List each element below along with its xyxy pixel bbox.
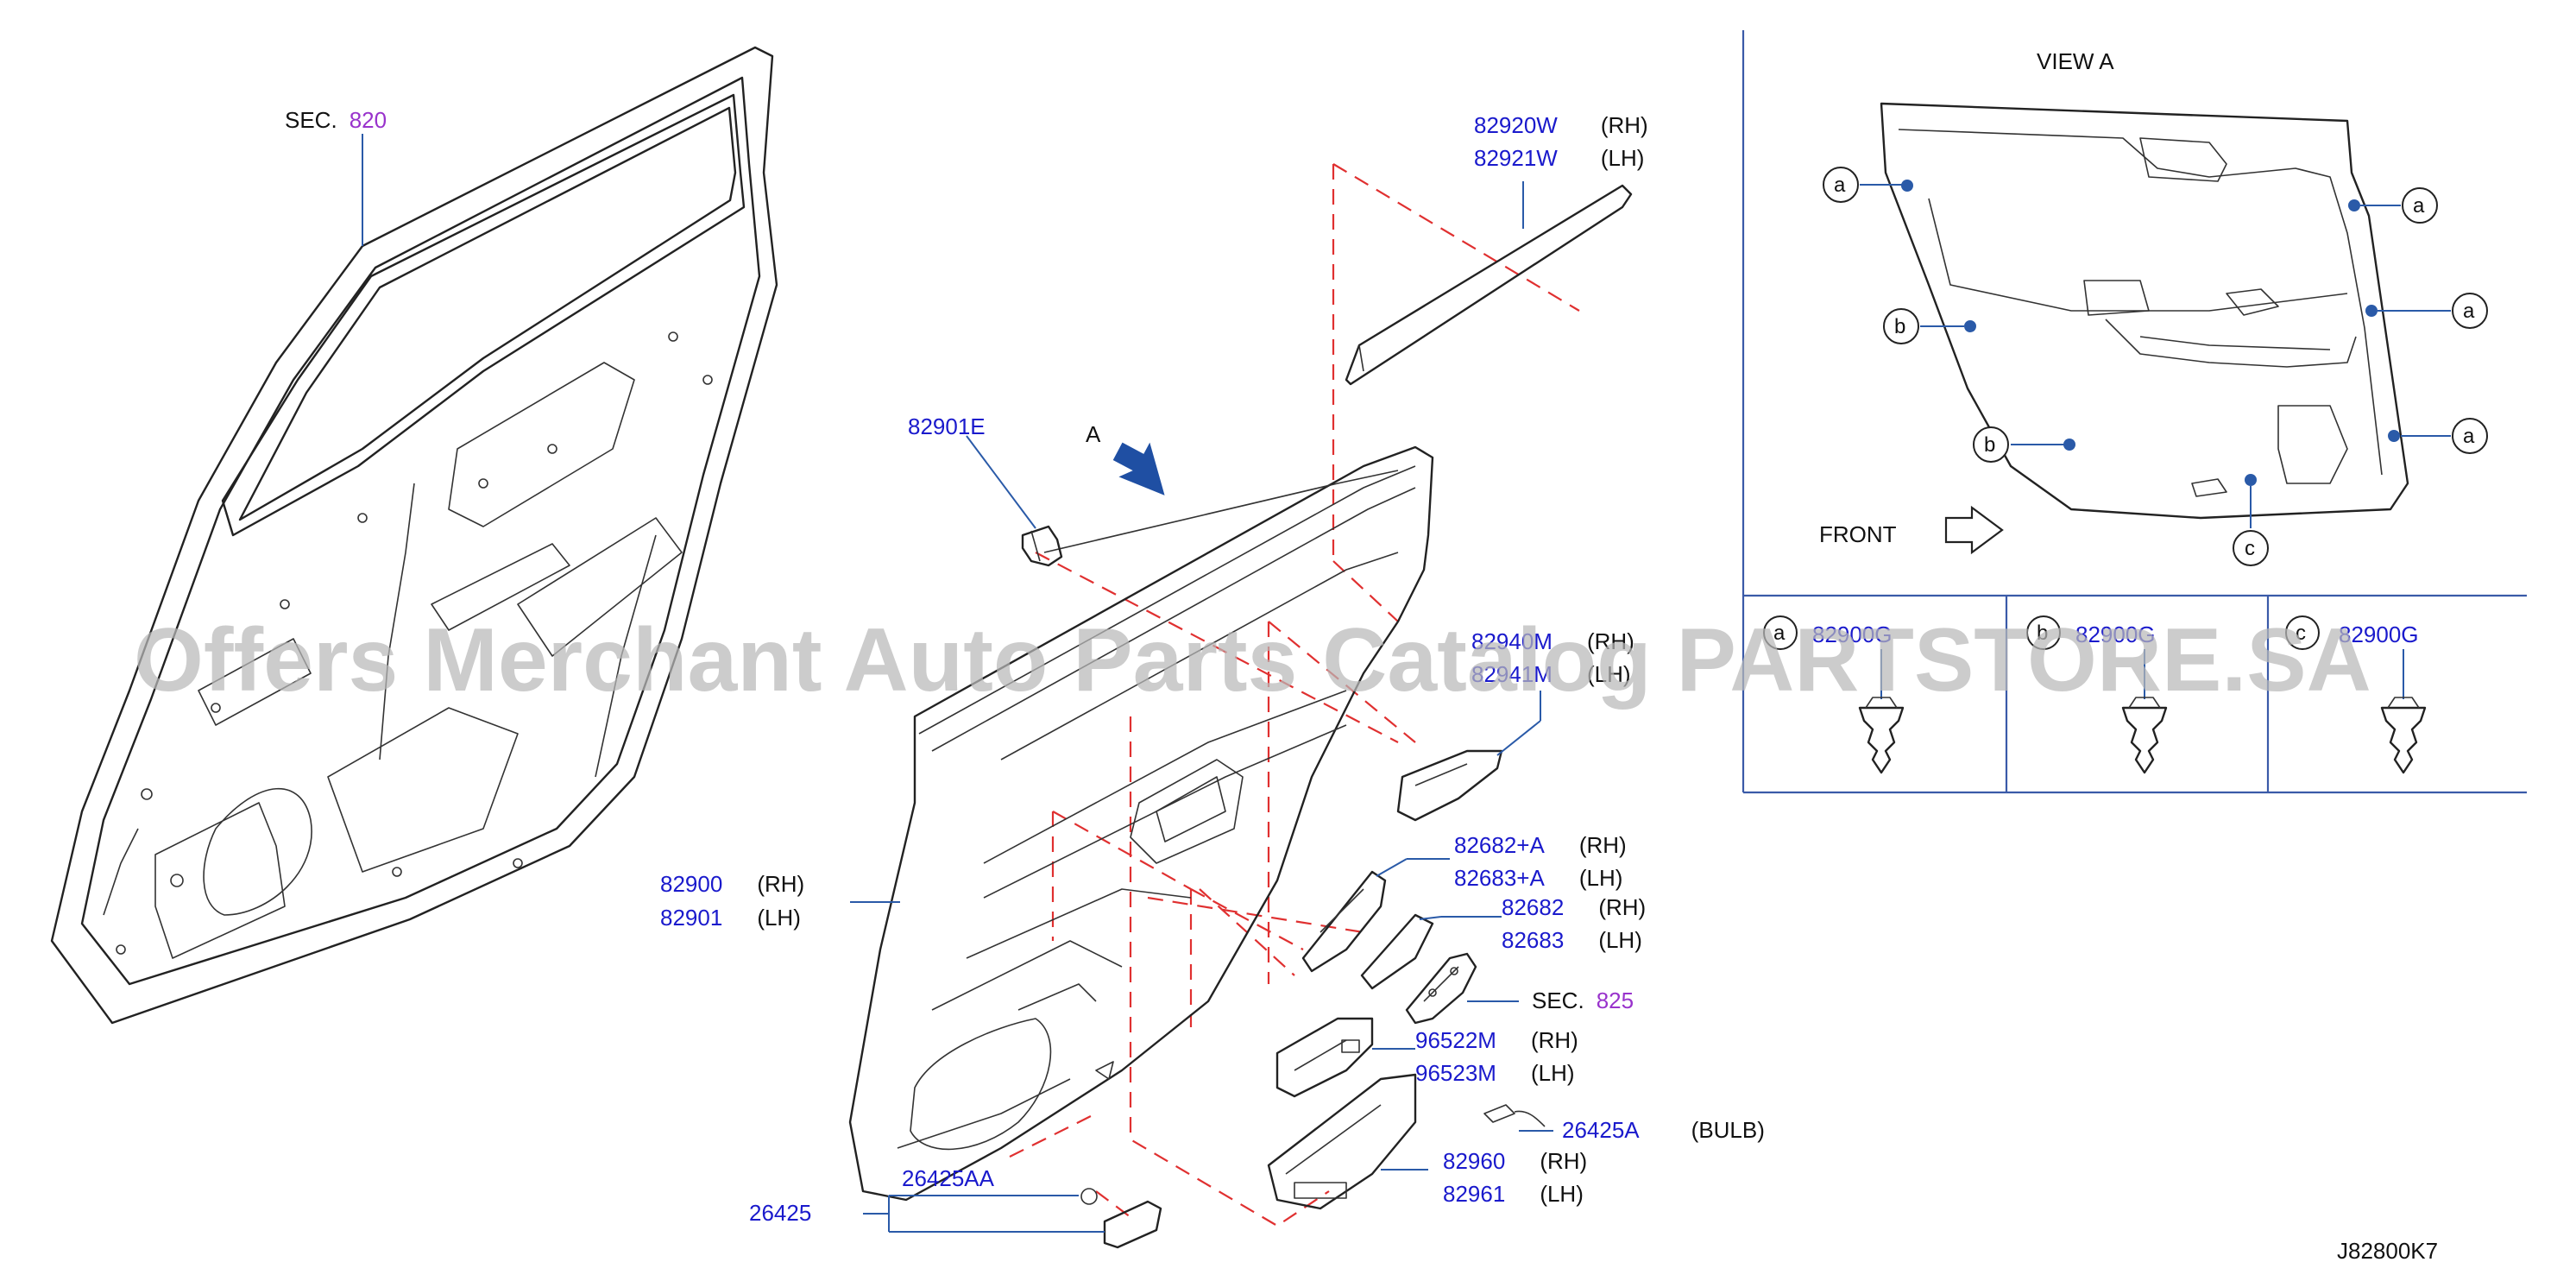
part-82682A-label[interactable]: 82682+A(RH) <box>1454 832 1627 858</box>
escutcheon-leader <box>1419 916 1442 920</box>
part-26425-label[interactable]: 26425 <box>749 1200 811 1226</box>
part-82940M-label[interactable]: 82940M(RH) <box>1471 628 1634 654</box>
view-a-markers <box>1823 167 2488 566</box>
inside-handle-drawing <box>1405 952 1477 1025</box>
switch-finisher-drawing <box>1267 1073 1417 1210</box>
bulb-26425A-drawing <box>1483 1104 1546 1127</box>
clip-c-part-label[interactable]: 82900G <box>2339 622 2419 647</box>
marker-c-1: c <box>2245 537 2255 560</box>
clip-cell-b: b 82900G <box>2026 615 2168 774</box>
part-82901-label[interactable]: 82901(LH) <box>660 905 801 931</box>
escutcheon-82682A-drawing <box>1301 870 1387 973</box>
diagram-code: J82800K7 <box>2337 1238 2438 1264</box>
clip-a-part-label[interactable]: 82900G <box>1812 622 1893 647</box>
part-82682-label[interactable]: 82682(RH) <box>1502 894 1646 920</box>
clip-cell-a: a 82900G <box>1763 615 1905 774</box>
marker-a-4: a <box>2463 425 2475 448</box>
part-96522M-label[interactable]: 96522M(RH) <box>1415 1027 1578 1053</box>
marker-a-1: a <box>1834 174 1846 197</box>
clip-b-part-label[interactable]: 82900G <box>2075 622 2156 647</box>
part-82900-label[interactable]: 82900(RH) <box>660 871 804 897</box>
door-trim-panel-drawing <box>848 445 1434 1202</box>
view-a-arrow-label: A <box>1086 421 1101 447</box>
door-frame-drawing <box>50 46 778 1025</box>
armrest-cover-drawing <box>1396 749 1503 822</box>
front-label: FRONT <box>1819 521 1897 547</box>
part-82961-label[interactable]: 82961(LH) <box>1443 1181 1584 1207</box>
part-82920W-label[interactable]: 82920W(RH) <box>1474 112 1648 138</box>
view-a-panel-rear-drawing <box>1880 102 2409 520</box>
marker-b-2: b <box>1984 433 1995 457</box>
watermark-text: Offers Merchant Auto Parts Catalog PARTS… <box>134 610 2371 710</box>
view-a-panel <box>1741 30 2527 794</box>
assembly-guide-lines <box>1009 163 1580 1227</box>
sec-820-label[interactable]: SEC.820 <box>285 107 387 133</box>
moulding-82920W-drawing <box>1345 184 1633 386</box>
courtesy-lamp-drawing <box>1080 1188 1162 1249</box>
svg-text:b: b <box>2037 622 2048 645</box>
part-82921W-label[interactable]: 82921W(LH) <box>1474 145 1644 171</box>
window-switch-drawing <box>1275 1017 1374 1098</box>
front-direction-arrow-icon <box>1944 505 2004 555</box>
part-82941M-label[interactable]: 82941M(LH) <box>1471 661 1631 687</box>
part-26425AA-label[interactable]: 26425AA <box>902 1165 995 1191</box>
sec-825-label[interactable]: SEC.825 <box>1532 988 1634 1013</box>
part-82901E-label[interactable]: 82901E <box>908 413 986 439</box>
armrest-leader <box>1496 720 1541 756</box>
svg-text:c: c <box>2296 622 2306 645</box>
part-82683-label[interactable]: 82683(LH) <box>1502 927 1642 953</box>
clip-cell-c: c 82900G <box>2285 615 2427 774</box>
lamp-bracket-leader <box>888 1195 1105 1233</box>
view-a-title: VIEW A <box>2037 48 2114 74</box>
escutcheon-82682-drawing <box>1360 913 1434 990</box>
part-96523M-label[interactable]: 96523M(LH) <box>1415 1060 1575 1086</box>
svg-text:a: a <box>1773 622 1786 645</box>
escutcheon-A-leader <box>1376 858 1408 877</box>
marker-a-2: a <box>2413 194 2425 218</box>
clip-82901E-drawing <box>1021 525 1063 567</box>
part-82683A-label[interactable]: 82683+A(LH) <box>1454 865 1622 891</box>
part-82960-label[interactable]: 82960(RH) <box>1443 1148 1587 1174</box>
clip-82901E-leader <box>966 435 1036 529</box>
part-26425A-label[interactable]: 26425A(BULB) <box>1562 1117 1765 1143</box>
marker-b-1: b <box>1894 315 1905 338</box>
marker-a-3: a <box>2463 300 2475 323</box>
view-direction-arrow-icon <box>1112 442 1165 495</box>
